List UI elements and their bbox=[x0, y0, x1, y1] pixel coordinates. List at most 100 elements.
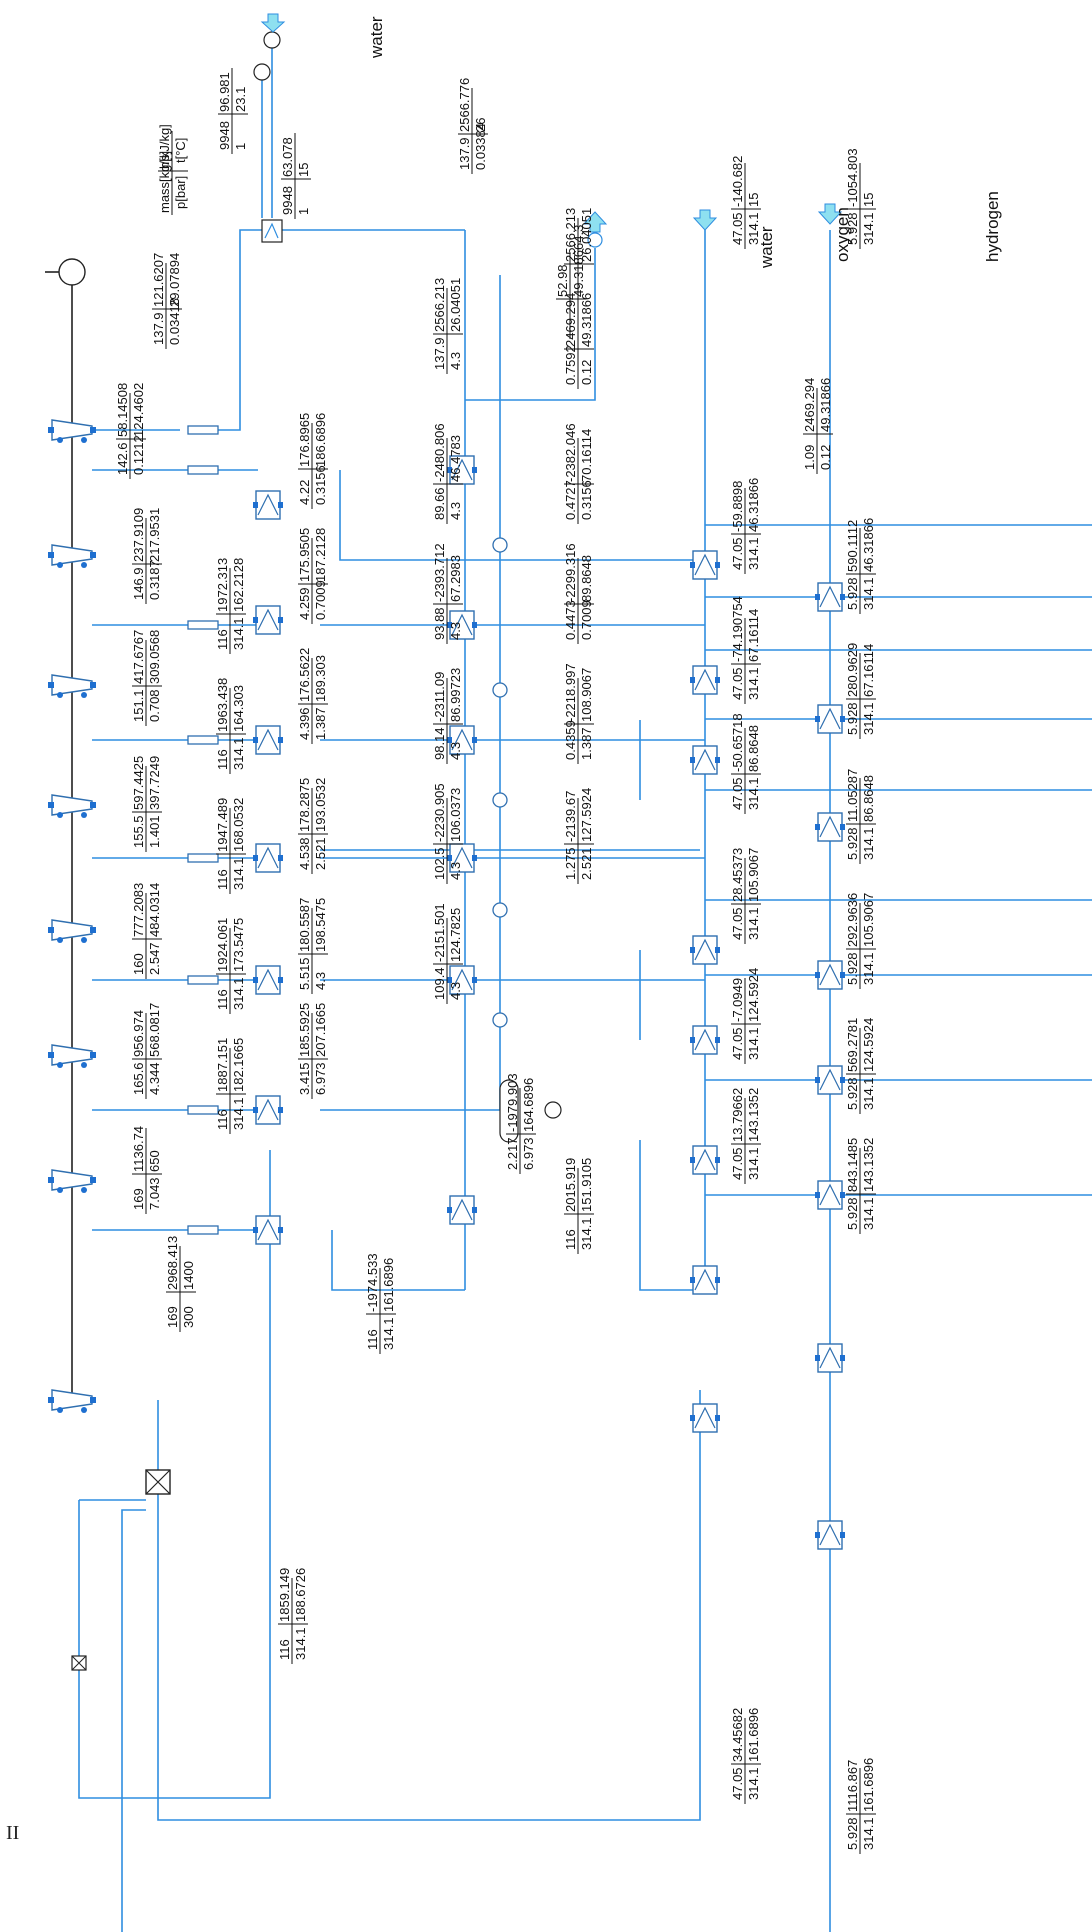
stream-enthalpy: -2139.67 bbox=[563, 791, 578, 842]
stream-pressure: 314.1 bbox=[381, 1317, 396, 1350]
stream-mass: 5.928 bbox=[845, 1077, 860, 1110]
stream-temperature: 173.5475 bbox=[231, 918, 246, 972]
stream-pressure: 314.1 bbox=[861, 1197, 876, 1230]
stream-enthalpy: 1887.151 bbox=[215, 1038, 230, 1092]
stream-enthalpy: -1974.533 bbox=[365, 1253, 380, 1312]
stream-temperature: 143.1352 bbox=[746, 1088, 761, 1142]
stream-temperature: 143.1352 bbox=[861, 1138, 876, 1192]
stream-enthalpy: -59.8898 bbox=[730, 481, 745, 532]
stream-pressure: 0.1212 bbox=[131, 435, 146, 475]
stream-table: 165.6956.9744.344568.0817 bbox=[131, 1003, 162, 1099]
stream-temperature: 161.6896 bbox=[746, 1708, 761, 1762]
stream-mass: 116 bbox=[365, 1329, 380, 1350]
heat-exchanger-icon bbox=[253, 966, 283, 994]
stream-enthalpy: 176.8965 bbox=[297, 413, 312, 467]
stream-pressure: 4.3 bbox=[448, 862, 463, 880]
stream-temperature: 161.6896 bbox=[861, 1758, 876, 1812]
stream-pressure: 314.1 bbox=[861, 952, 876, 985]
stream-enthalpy: 58.14508 bbox=[115, 383, 130, 437]
stream-pressure: 314.1 bbox=[746, 212, 761, 245]
stream-mass: 116 bbox=[215, 1109, 230, 1130]
combustor-icon bbox=[146, 1470, 170, 1494]
stream-mass: 5.515 bbox=[297, 957, 312, 990]
stream-table: 93.88-2393.7124.367.2983 bbox=[432, 543, 463, 644]
stream-mass: 47.05 bbox=[730, 212, 745, 245]
stream-mass: 0.4727 bbox=[563, 480, 578, 520]
stream-enthalpy: 63.078 bbox=[280, 137, 295, 177]
heat-exchanger-icon bbox=[690, 1146, 720, 1174]
stream-table: 151.1417.67670.708309.0568 bbox=[131, 630, 162, 726]
stream-enthalpy: 11.05287 bbox=[845, 769, 860, 822]
stream-pressure: 314.1 bbox=[861, 827, 876, 860]
stream-pressure: 314.1 bbox=[231, 977, 246, 1010]
stream-table: 146.9237.91090.3187217.9531 bbox=[131, 508, 162, 604]
stream-mass: 5.928 bbox=[845, 212, 860, 245]
stream-enthalpy: 34.45682 bbox=[730, 1708, 745, 1762]
stream-table: 1161887.151314.1182.1665 bbox=[215, 1038, 246, 1134]
stream-pressure: 314.1 bbox=[861, 702, 876, 735]
stream-mass: 116 bbox=[215, 629, 230, 650]
stream-mass: 165.6 bbox=[131, 1062, 146, 1095]
stream-mass: 116 bbox=[563, 1229, 578, 1250]
stream-temperature: 124.5924 bbox=[861, 1018, 876, 1072]
stream-temperature: 67.2983 bbox=[448, 555, 463, 602]
stream-table: 5.928280.9629314.167.16114 bbox=[845, 643, 876, 739]
pump-icon bbox=[264, 32, 280, 48]
stream-pressure: 314.1 bbox=[231, 617, 246, 650]
stream-mass: 169 bbox=[131, 1188, 146, 1210]
stream-mass: 9948 bbox=[280, 186, 295, 215]
stream-table: 5.515180.55874.3198.5475 bbox=[297, 898, 328, 994]
stream-mass: 98.14 bbox=[432, 727, 447, 760]
stream-pressure: 4.3 bbox=[448, 622, 463, 640]
stream-mass: 1.09 bbox=[802, 445, 817, 470]
stream-pressure: 0.3156 bbox=[579, 480, 594, 520]
stream-temperature: 70.16114 bbox=[579, 429, 594, 482]
stream-pressure: 1.401 bbox=[147, 815, 162, 848]
stream-mass: 116 bbox=[215, 869, 230, 890]
stream-temperature: 15 bbox=[746, 193, 761, 207]
throttle-icon bbox=[188, 736, 218, 744]
stream-temperature: 26 bbox=[473, 118, 488, 132]
legend-pressure: p[bar] bbox=[173, 176, 188, 209]
stream-mass: 5.928 bbox=[845, 952, 860, 985]
mixer-icon bbox=[493, 683, 507, 697]
stream-pressure: 314.1 bbox=[231, 1097, 246, 1130]
stream-temperature: 108.9067 bbox=[579, 668, 594, 722]
stream-temperature: 161.6896 bbox=[381, 1258, 396, 1312]
heat-exchanger-icon bbox=[447, 1196, 477, 1224]
stream-table: 142.658.145080.1212124.4602 bbox=[115, 383, 146, 479]
stream-mass: 5.928 bbox=[845, 1197, 860, 1230]
stream-pressure: 300 bbox=[181, 1306, 196, 1328]
stream-temperature: 29.07894 bbox=[167, 253, 182, 307]
stream-pressure: 6.973 bbox=[521, 1137, 536, 1170]
stream-temperature: 89.8648 bbox=[579, 555, 594, 602]
mixer-icon bbox=[493, 538, 507, 552]
stream-mass: 47.05 bbox=[730, 1147, 745, 1180]
stream-enthalpy: -2480.806 bbox=[432, 423, 447, 482]
stream-mass: 47.05 bbox=[730, 537, 745, 570]
stream-enthalpy: 777.2083 bbox=[131, 883, 146, 937]
stream-temperature: 86.8648 bbox=[746, 725, 761, 772]
stream-table: 47.0528.45373314.1105.9067 bbox=[730, 848, 761, 944]
stream-enthalpy: 597.4425 bbox=[131, 756, 146, 810]
throttle-icon bbox=[188, 1226, 218, 1234]
heat-exchanger-icon bbox=[815, 1181, 845, 1209]
heat-exchanger-icon bbox=[253, 1216, 283, 1244]
stream-temperature: 49.31866 bbox=[818, 378, 833, 432]
stream-temperature: 49.318664.3 bbox=[571, 225, 586, 297]
stream-mass: 137.9 bbox=[457, 137, 472, 170]
throttle-icon bbox=[188, 621, 218, 629]
stream-pressure: 314.1 bbox=[861, 577, 876, 610]
stream-mass: 137.9 bbox=[151, 312, 166, 345]
stream-table: 47.05-50.65718314.186.8648 bbox=[730, 713, 761, 814]
stream-temperature: 124.7825 bbox=[448, 908, 463, 962]
stream-table: 98.14-2311.094.386.99723 bbox=[432, 668, 463, 764]
oxygen-arrow-icon bbox=[694, 210, 716, 230]
legend-temperature: t[°C] bbox=[173, 138, 188, 163]
stream-pressure: 4.3 bbox=[448, 502, 463, 520]
stream-pressure: 1 bbox=[233, 143, 248, 150]
heat-exchanger-icon bbox=[690, 936, 720, 964]
